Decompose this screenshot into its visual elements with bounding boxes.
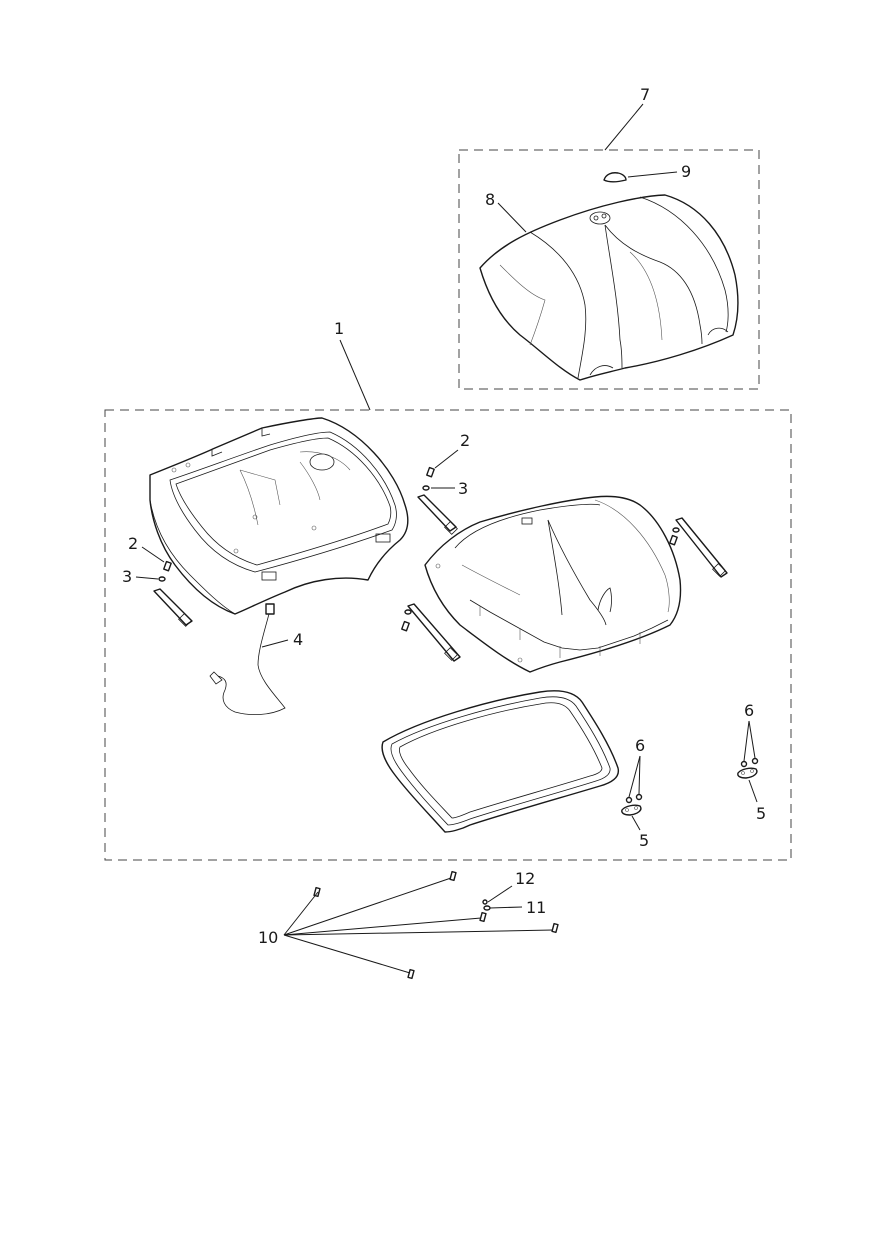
loose-screw-part-5[interactable] [407, 968, 415, 980]
strap-part-lower[interactable] [407, 603, 461, 662]
pin-part-right[interactable] [740, 757, 759, 768]
callout-2-upper: 2 [460, 431, 470, 450]
loose-screw-part-3[interactable] [479, 911, 487, 923]
small-washer-part[interactable] [483, 905, 491, 911]
callout-3-left: 3 [122, 567, 132, 586]
strap-part-right[interactable] [675, 517, 728, 578]
callout-3-upper: 3 [458, 479, 468, 498]
case-body-part[interactable] [149, 417, 409, 615]
group-box-lid-assembly [458, 149, 760, 390]
callout-2-left: 2 [128, 534, 138, 553]
callout-5-center: 5 [639, 831, 649, 850]
strap-part-left[interactable] [153, 588, 193, 627]
callout-5-right: 5 [756, 804, 766, 823]
screw-part-right[interactable] [669, 534, 678, 546]
clip-part-right[interactable] [737, 767, 758, 779]
callout-6-center: 6 [635, 736, 645, 755]
washer-part-left[interactable] [158, 576, 166, 582]
washer-part-right[interactable] [672, 527, 680, 533]
screw-part-upper[interactable] [426, 466, 435, 478]
screw-part-left[interactable] [163, 560, 172, 572]
callout-10: 10 [258, 928, 278, 947]
badge-part[interactable] [603, 172, 627, 183]
loose-screw-part-4[interactable] [551, 922, 559, 934]
callout-11: 11 [526, 898, 546, 917]
clip-part-center[interactable] [621, 804, 642, 816]
loose-screw-part-1[interactable] [313, 886, 321, 898]
callout-9: 9 [681, 162, 691, 181]
screw-part-lower[interactable] [401, 620, 410, 632]
leader-lines [135, 103, 758, 974]
loose-screw-part-2[interactable] [449, 870, 457, 882]
lid-cover-part[interactable] [479, 194, 739, 381]
callout-7: 7 [640, 85, 650, 104]
case-lid-shell-part[interactable] [424, 495, 682, 673]
washer-part-lower[interactable] [404, 609, 412, 615]
callout-8: 8 [485, 190, 495, 209]
callout-4: 4 [293, 630, 303, 649]
cable-part[interactable] [209, 603, 286, 716]
callout-12: 12 [515, 869, 535, 888]
callout-1: 1 [334, 319, 344, 338]
seal-ring-part[interactable] [381, 690, 620, 833]
washer-part-upper[interactable] [422, 485, 430, 491]
group-box-case-assembly [104, 409, 792, 861]
callout-6-right: 6 [744, 701, 754, 720]
strap-part-upper[interactable] [417, 494, 458, 535]
pin-part-center[interactable] [625, 793, 643, 804]
small-nut-part[interactable] [482, 899, 488, 905]
